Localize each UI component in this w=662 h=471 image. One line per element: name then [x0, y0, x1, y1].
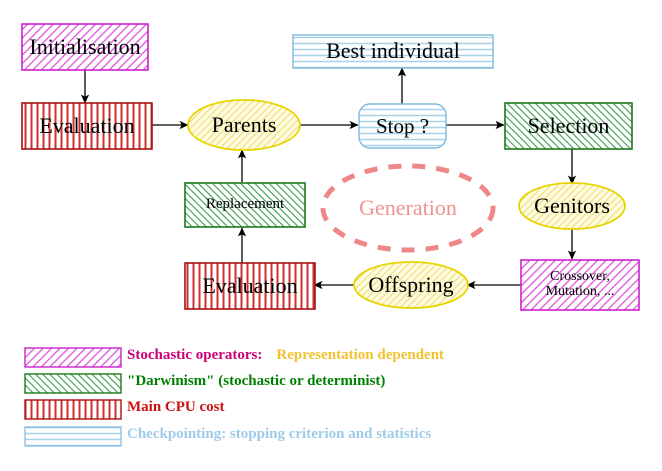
node-crossover-mutation-shape[interactable]	[520, 259, 640, 311]
node-best-individual-shape[interactable]	[292, 34, 494, 69]
legend-swatches	[24, 347, 122, 447]
legend-text-cpu: Main CPU cost	[127, 399, 225, 415]
legend-swatch-cpu	[24, 399, 122, 420]
legend-row-darwinism: "Darwinism" (stochastic or determinist)	[127, 373, 385, 390]
node-genitors-shape[interactable]	[518, 182, 626, 230]
node-offspring-shape[interactable]	[353, 261, 469, 309]
legend-row-checkpointing: Checkpointing: stopping criterion and st…	[127, 426, 431, 443]
node-parents-shape[interactable]	[187, 99, 301, 151]
node-evaluation-bottom-shape[interactable]	[184, 262, 316, 310]
legend-text-representation: Representation dependent	[276, 347, 445, 363]
legend-text-stochastic: Stochastic operators:	[127, 347, 263, 363]
edge-group	[80, 67, 577, 290]
legend-text-darwinism: "Darwinism" (stochastic or determinist)	[127, 373, 386, 389]
node-evaluation-top-shape[interactable]	[21, 102, 153, 150]
node-replacement-shape[interactable]	[184, 182, 306, 228]
legend-text-checkpointing: Checkpointing: stopping criterion and st…	[127, 426, 432, 442]
legend-swatch-darwinism	[24, 373, 122, 394]
node-initialisation-shape[interactable]	[21, 23, 149, 71]
node-selection-shape[interactable]	[504, 102, 633, 150]
legend-swatch-checkpointing	[24, 426, 122, 447]
node-stop-shape[interactable]	[358, 103, 447, 149]
legend-row-cpu: Main CPU cost	[127, 399, 225, 416]
legend-row-stochastic: Stochastic operators: Representation depe…	[127, 347, 444, 364]
node-generation-shape	[320, 163, 496, 253]
legend-swatch-stochastic	[24, 347, 122, 368]
